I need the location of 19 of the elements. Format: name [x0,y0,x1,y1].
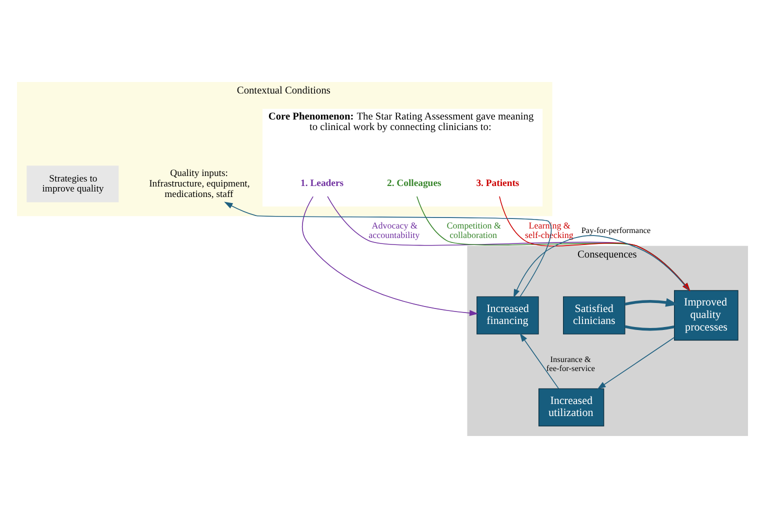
arrow [519,332,559,388]
node-box: Improved quality processes [674,290,738,340]
arrow [301,196,478,316]
arrow [512,234,689,298]
connector [624,324,674,330]
arrow [498,196,690,291]
node-text: 2. Colleagues [386,177,441,188]
arrow [596,336,674,389]
edge-label: Competition & collaboration [446,220,500,240]
edge-label: Advocacy & accountability [368,220,420,240]
node-box: Increased utilization [538,388,604,426]
arrow [224,201,552,297]
arrow [416,196,690,291]
node-box: Satisfied clinicians [562,296,625,334]
node-text: 3. Patients [476,177,519,188]
node-text: 1. Leaders [300,177,344,188]
arrow [624,298,678,306]
node-text: Quality inputs: Infrastructure, equipment, medications, staff [148,168,250,200]
node-box: Increased financing [476,296,538,334]
